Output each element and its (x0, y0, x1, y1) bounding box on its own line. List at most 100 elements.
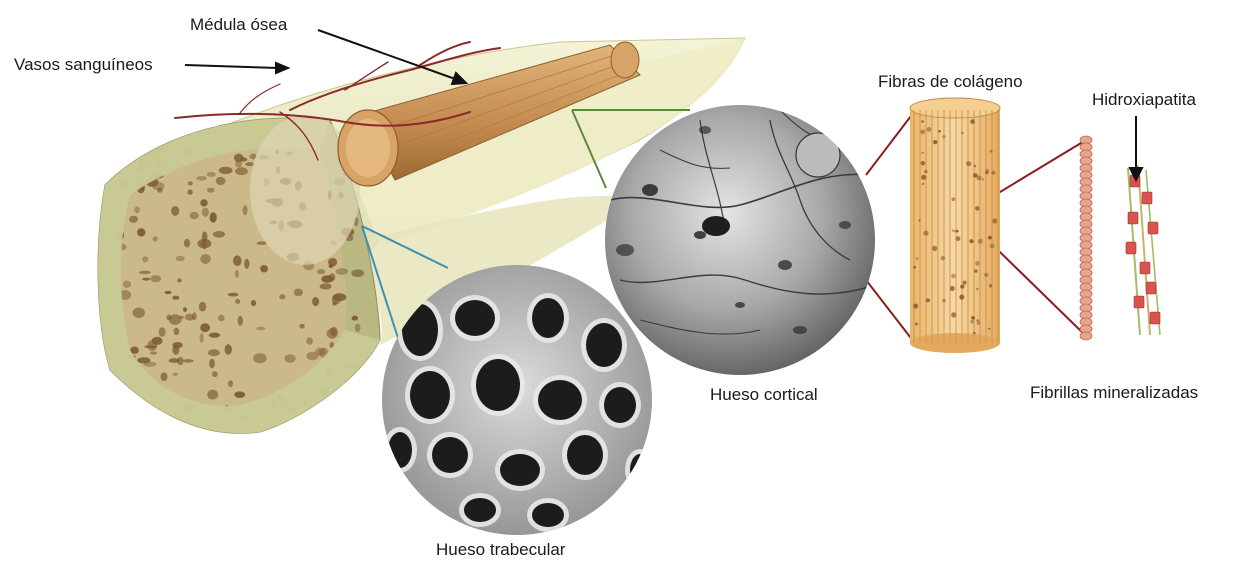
pore (134, 206, 140, 213)
pore (284, 354, 295, 363)
pore (234, 154, 244, 163)
pore (235, 167, 248, 175)
cavity (586, 323, 622, 367)
mineralized-fibrils (1126, 165, 1160, 335)
label-mineralized-fibrils: Fibrillas mineralizadas (1030, 383, 1198, 403)
pore (306, 337, 313, 345)
pore (208, 349, 220, 356)
pore (312, 297, 319, 306)
hydroxyapatite-crystal (1148, 222, 1158, 234)
pore (172, 296, 179, 300)
pore (207, 172, 216, 177)
cavity (455, 300, 495, 336)
pore (139, 271, 151, 275)
cavity (532, 298, 564, 338)
pore (279, 294, 285, 299)
pore (164, 291, 171, 294)
pore (294, 289, 303, 297)
pore (196, 176, 207, 180)
pore (238, 316, 243, 326)
pore (129, 216, 138, 223)
pore (320, 283, 332, 289)
pore (179, 316, 184, 319)
label-trabecular-bone: Hueso trabecular (436, 540, 565, 560)
hydroxyapatite-crystal (1142, 192, 1152, 204)
cavity (567, 435, 603, 475)
pore (299, 324, 304, 329)
pore (218, 315, 225, 322)
pore (166, 315, 171, 320)
cavity (532, 503, 564, 527)
pore (169, 358, 180, 363)
pore (161, 372, 168, 381)
pore (183, 359, 194, 363)
pore (243, 205, 248, 215)
pore (329, 264, 334, 268)
pore (133, 308, 145, 319)
hydroxyapatite-crystal (1134, 296, 1144, 308)
pore (251, 300, 256, 306)
cavity (604, 387, 636, 423)
label-collagen-fibers: Fibras de colágeno (878, 72, 1023, 92)
pore (234, 391, 245, 398)
pore (228, 380, 233, 387)
cavity (410, 371, 450, 419)
pore (142, 278, 150, 281)
pore (213, 231, 225, 238)
label-blood-vessels: Vasos sanguíneos (14, 55, 153, 75)
pore (137, 228, 145, 236)
pore (200, 323, 210, 332)
pore (199, 302, 206, 312)
pore (200, 199, 207, 206)
pore (177, 278, 182, 282)
pore (244, 259, 249, 269)
pore (207, 390, 218, 400)
pore (207, 188, 215, 193)
pore (174, 328, 180, 335)
pore (171, 206, 179, 216)
pore (185, 314, 194, 321)
cavity (630, 454, 650, 486)
pore (176, 256, 185, 262)
trabecular-micrograph (382, 265, 655, 535)
pore (351, 269, 364, 277)
pore (159, 327, 166, 336)
pore (209, 333, 220, 338)
pore (172, 342, 182, 348)
collagen-fibril (1080, 136, 1092, 340)
cavity (464, 498, 496, 522)
label-cortical-bone: Hueso cortical (710, 385, 818, 405)
label-hydroxyapatite: Hidroxiapatita (1092, 90, 1196, 110)
pore (209, 359, 215, 368)
pore (152, 182, 164, 190)
pore (184, 239, 190, 248)
pore (188, 181, 193, 185)
pore (216, 177, 226, 185)
pore (200, 254, 211, 264)
pore (321, 275, 333, 283)
pore (123, 281, 131, 288)
pore (172, 373, 178, 376)
cavity (500, 454, 540, 486)
cavity (432, 437, 468, 473)
pore (150, 351, 157, 354)
cavity (476, 359, 520, 411)
pore (198, 239, 212, 249)
hydroxyapatite-crystal (1146, 282, 1156, 294)
hydroxyapatite-crystal (1140, 262, 1150, 274)
pore (137, 357, 150, 363)
pore (327, 328, 338, 338)
pore (183, 307, 187, 312)
pore (245, 162, 254, 166)
pore (260, 265, 268, 272)
pore (306, 352, 318, 361)
pore (235, 270, 239, 278)
pore (332, 295, 341, 304)
pore (147, 340, 157, 351)
pore (346, 396, 359, 405)
label-bone-marrow: Médula ósea (190, 15, 287, 35)
pore (153, 408, 158, 418)
pore (200, 333, 204, 343)
hydroxyapatite-crystal (1150, 312, 1160, 324)
